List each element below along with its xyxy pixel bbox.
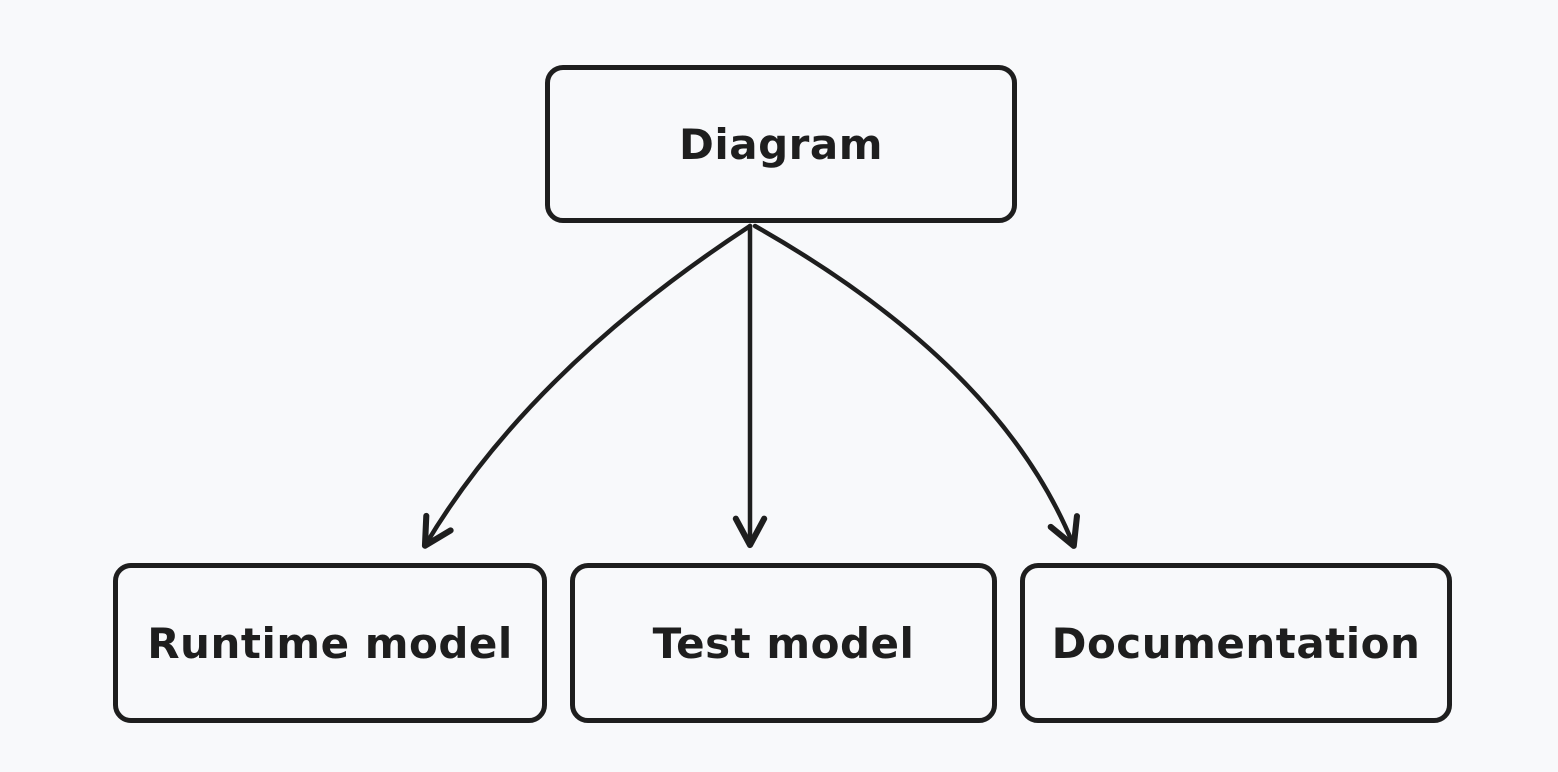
node-documentation-label: Documentation [1051, 618, 1421, 668]
node-runtime-model-label: Runtime model [147, 618, 513, 668]
node-diagram-label: Diagram [679, 119, 883, 169]
node-documentation[interactable]: Documentation [1020, 563, 1452, 723]
node-test-model[interactable]: Test model [570, 563, 997, 723]
node-runtime-model[interactable]: Runtime model [113, 563, 547, 723]
edge-diagram-to-runtime-model[interactable] [421, 223, 753, 549]
node-diagram[interactable]: Diagram [545, 65, 1017, 223]
edge-diagram-to-documentation[interactable] [752, 223, 1080, 549]
node-test-model-label: Test model [652, 618, 915, 668]
